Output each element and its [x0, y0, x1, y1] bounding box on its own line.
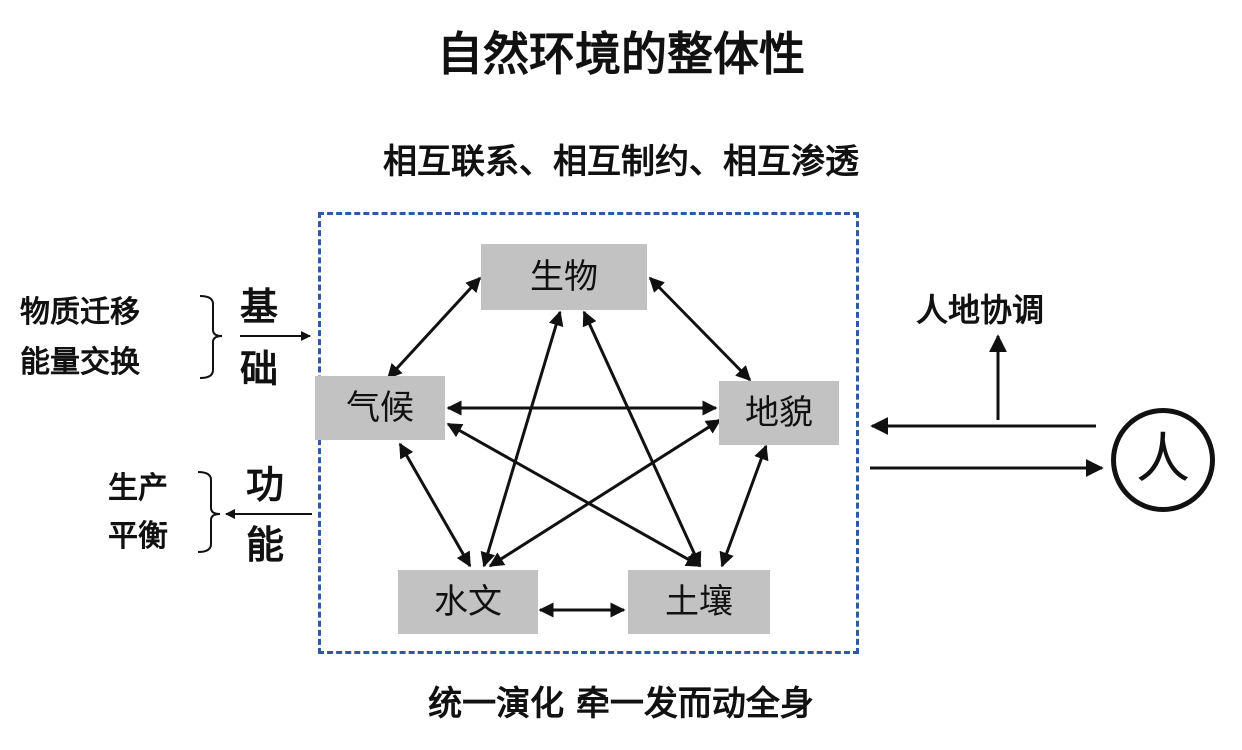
brace-function	[197, 471, 221, 553]
basis-item-material-migration: 物质迁移	[20, 295, 140, 330]
human-land-harmony-label: 人地协调	[916, 291, 1045, 329]
arrow-biology-soil	[582, 310, 702, 568]
brace-basis	[199, 295, 223, 379]
basis-label-char-2: 础	[240, 347, 279, 391]
function-item-production: 生产	[108, 471, 168, 506]
arrow-climate-soil	[446, 422, 702, 568]
basis-label-char-1: 基	[240, 285, 279, 329]
function-item-balance: 平衡	[108, 519, 168, 554]
node-climate: 气候	[315, 376, 445, 440]
arrow-biology-landform	[648, 276, 752, 382]
diagram-subtitle: 相互联系、相互制约、相互渗透	[383, 142, 859, 182]
person-circle: 人	[1111, 408, 1215, 512]
node-hydrology: 水文	[398, 570, 538, 634]
arrow-landform-soil	[719, 444, 769, 568]
arrow-landform-hydrology	[488, 418, 722, 568]
node-landform: 地貌	[719, 381, 839, 445]
function-label-char-1: 功	[246, 463, 285, 507]
basis-item-energy-exchange: 能量交换	[20, 345, 140, 380]
function-label-char-2: 能	[246, 523, 285, 567]
arrow-climate-hydrology	[398, 442, 472, 568]
diagram-footer: 统一演化 牵一发而动全身	[428, 684, 814, 724]
node-biology: 生物	[481, 244, 647, 310]
arrow-biology-climate	[386, 276, 482, 380]
diagram-title: 自然环境的整体性	[437, 27, 805, 81]
node-soil: 土壤	[628, 570, 770, 634]
